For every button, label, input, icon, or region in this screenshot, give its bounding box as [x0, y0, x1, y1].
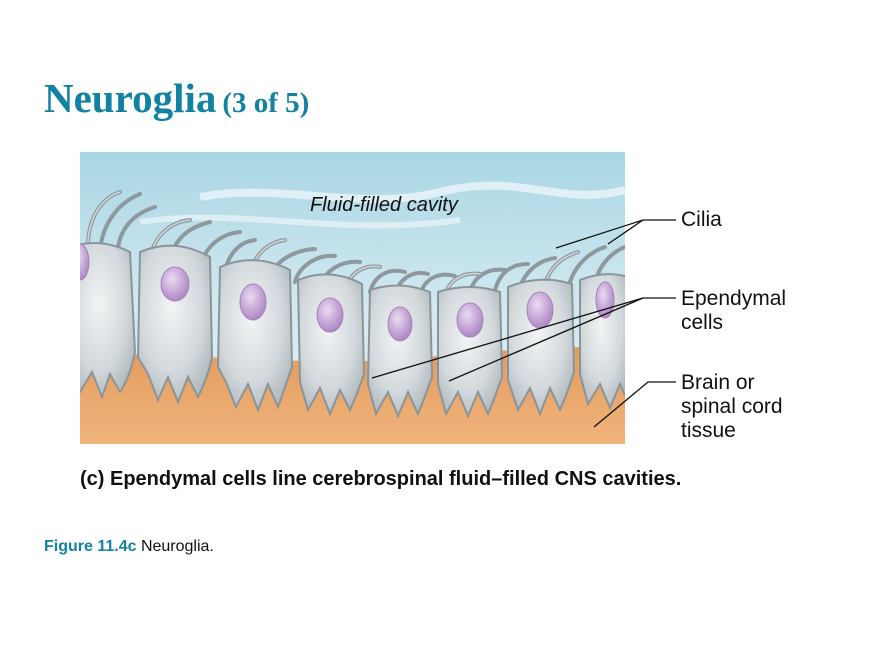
figure-reference: Figure 11.4c Neuroglia.	[44, 538, 214, 556]
slide-title-main: Neuroglia	[44, 75, 217, 121]
tissue-label-line1: Brain or	[681, 371, 755, 394]
ependymal-cells-illustration	[80, 152, 625, 444]
tissue-label-line2: spinal cord	[681, 395, 783, 418]
brain-tissue-label: Brain or spinal cord tissue	[681, 371, 783, 443]
ependymal-cells-label: Ependymal cells	[681, 287, 786, 335]
illustration-svg	[80, 152, 625, 444]
slide-title-suffix: (3 of 5)	[222, 87, 310, 119]
ependymal-label-line1: Ependymal	[681, 287, 787, 310]
slide-title: Neuroglia(3 of 5)	[44, 74, 309, 122]
fluid-filled-cavity-label: Fluid-filled cavity	[310, 194, 458, 216]
cilia-label-text: Cilia	[681, 208, 722, 231]
cilia-label: Cilia	[681, 208, 722, 232]
figure-number: Figure 11.4c	[44, 538, 137, 555]
figure-reference-text: Neuroglia.	[140, 538, 214, 555]
tissue-label-line3: tissue	[681, 419, 736, 442]
figure-caption: (c) Ependymal cells line cerebrospinal f…	[80, 468, 682, 490]
ependymal-label-line2: cells	[681, 311, 724, 334]
